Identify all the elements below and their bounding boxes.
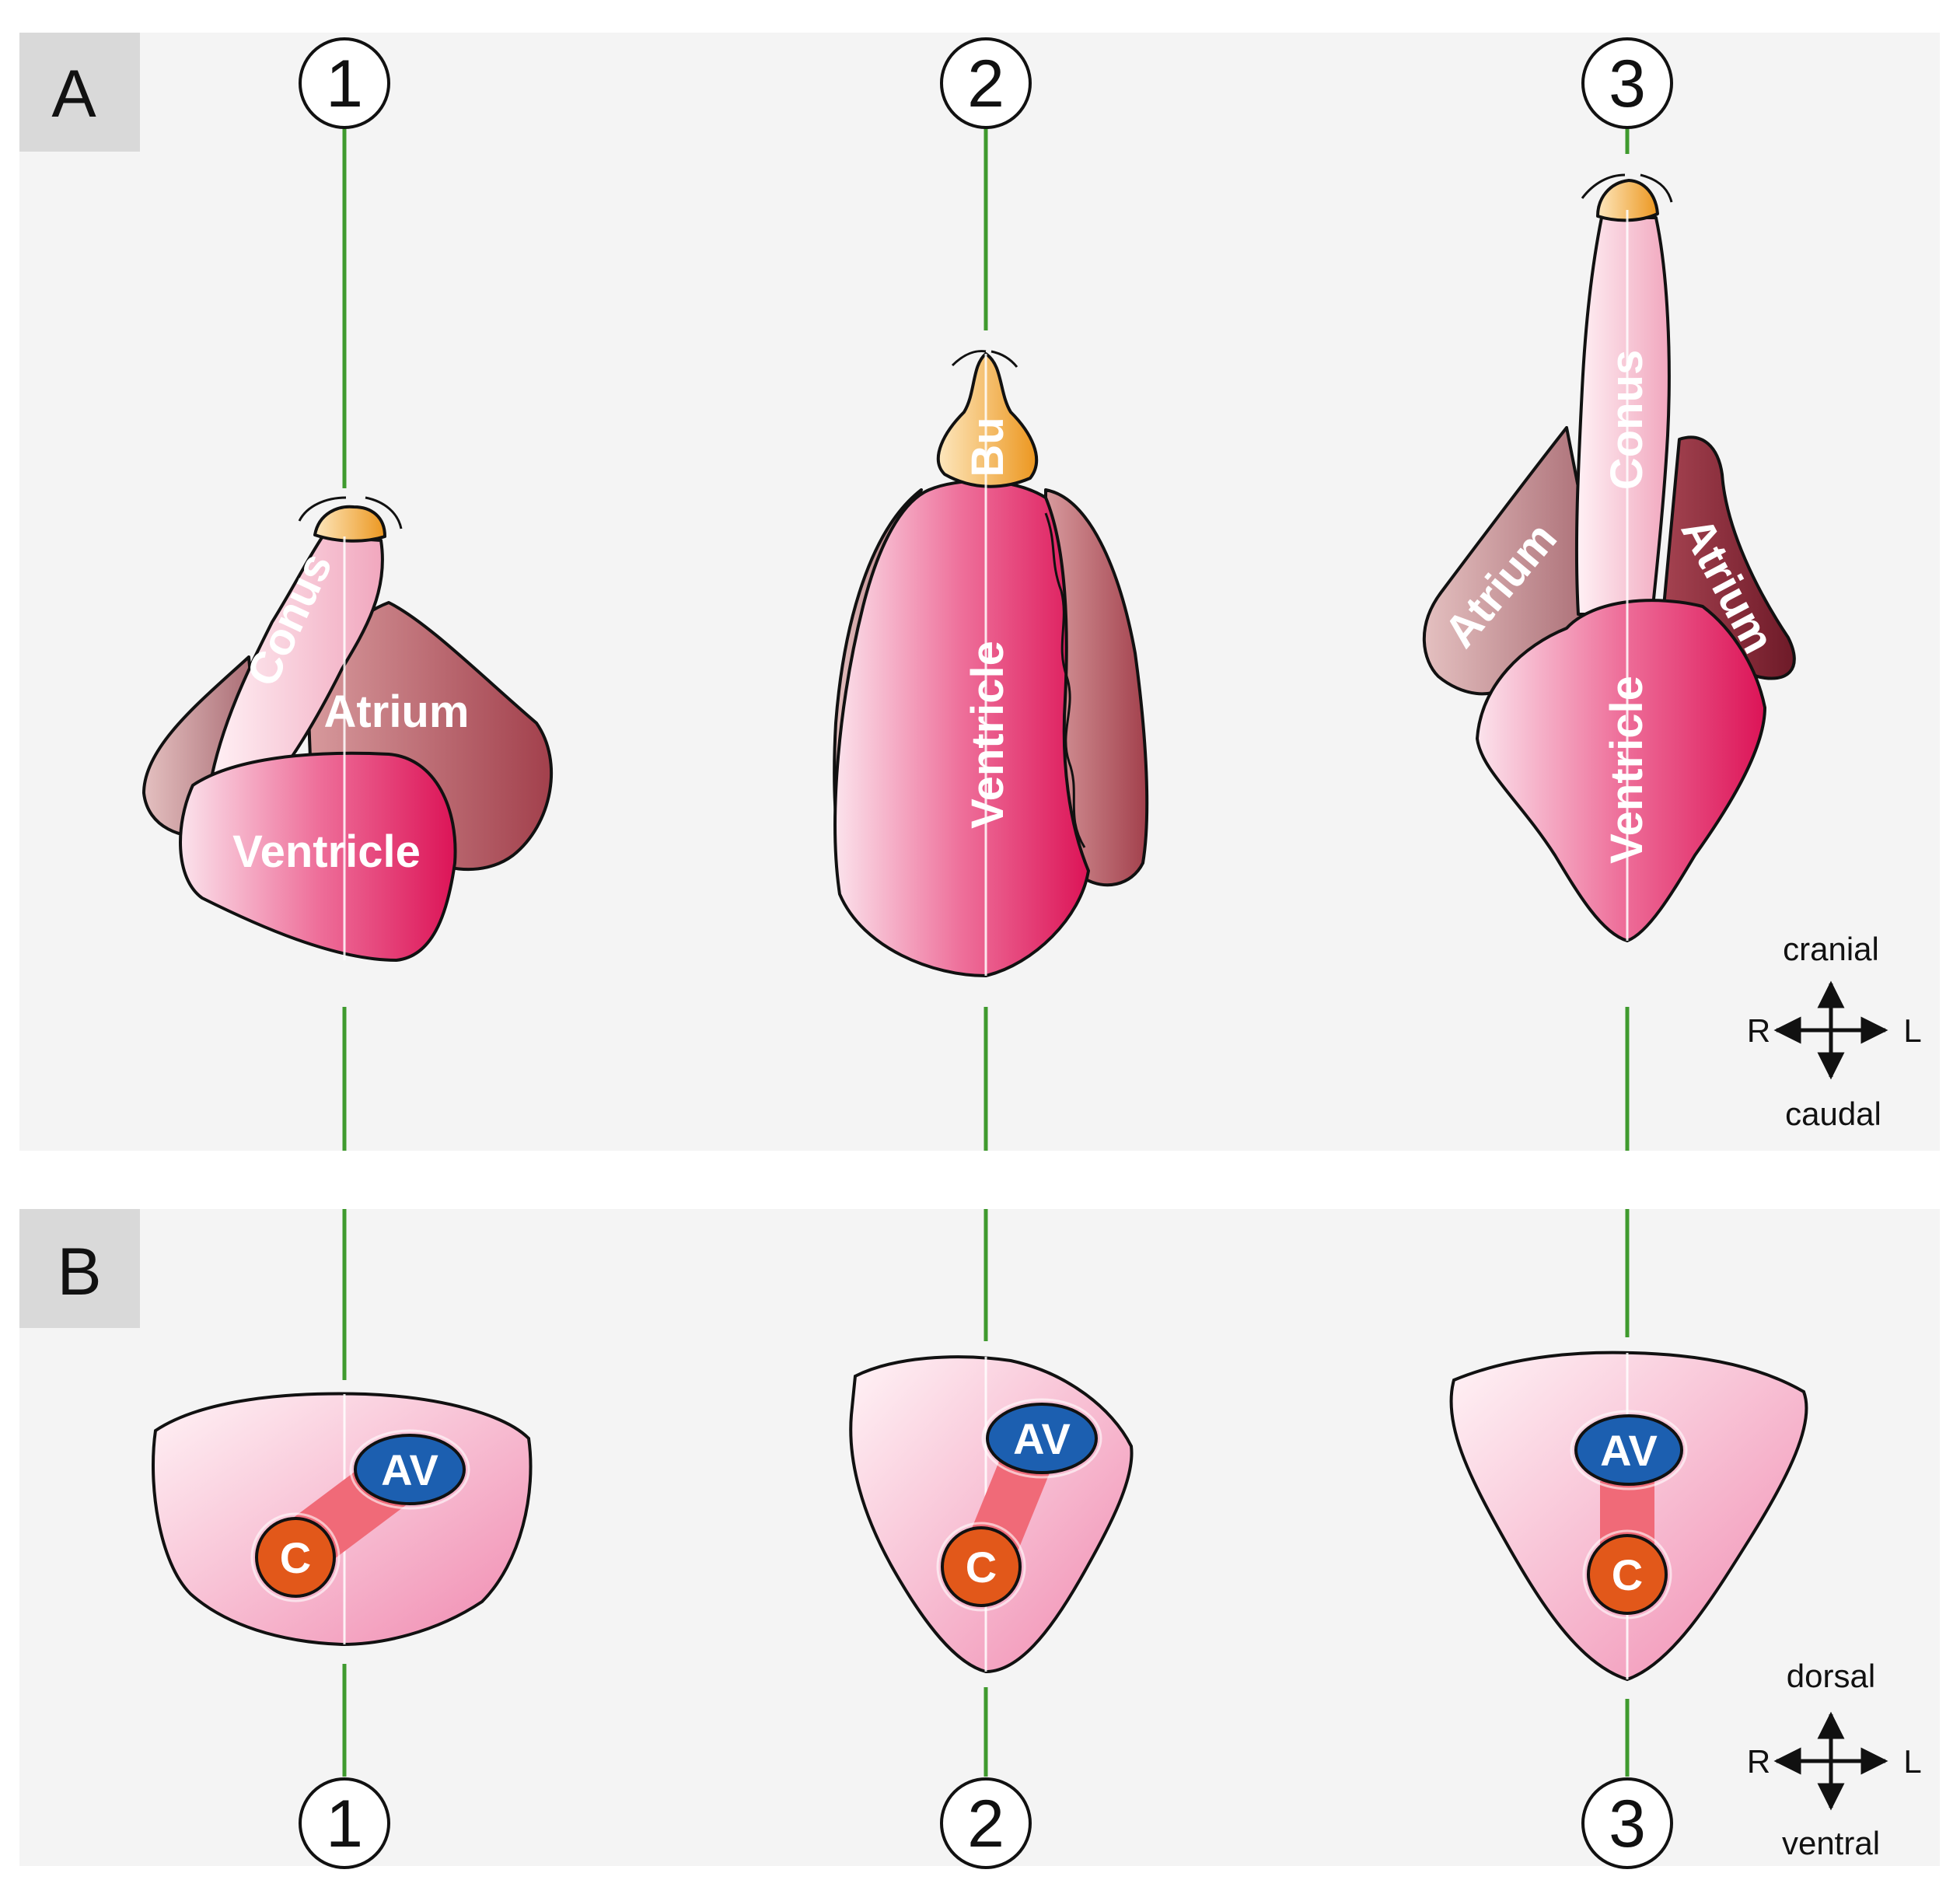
cross-section-1-c-label: C	[280, 1533, 311, 1582]
heart-2-bulbus-label: Bu	[963, 417, 1013, 477]
heart-1-ventricle	[179, 751, 457, 962]
stage-number-3-top: 3	[1581, 37, 1673, 129]
orientation-compass-b: dorsal ventral R L	[1747, 1658, 1922, 1861]
svg-text:2: 2	[967, 47, 1004, 121]
heart-3-ventricle	[1476, 599, 1766, 942]
svg-text:1: 1	[326, 1787, 363, 1861]
stage-number-3-bottom: 3	[1581, 1777, 1673, 1869]
orientation-b-top: dorsal	[1787, 1658, 1875, 1694]
panel-b-label: B	[57, 1235, 101, 1309]
orientation-a-right: L	[1903, 1012, 1921, 1049]
axis-lines	[342, 128, 1630, 1777]
svg-text:3: 3	[1609, 1787, 1646, 1861]
stage-number-2-top: 2	[940, 37, 1032, 129]
panel-a-label-box	[19, 33, 140, 152]
cross-section-2-c-label: C	[966, 1543, 997, 1592]
cross-section-2-conus-canal	[941, 1526, 1022, 1607]
orientation-a-left: R	[1747, 1012, 1770, 1049]
heart-3-ventricle-label: Ventricle	[1602, 676, 1652, 864]
panel-a-label: A	[51, 57, 96, 131]
cross-section-1-conus-canal	[255, 1517, 336, 1598]
cross-section-3-av-label: AV	[1600, 1426, 1658, 1475]
heart-2-ventricle	[833, 479, 1090, 977]
heart-3-atrium-left	[1422, 426, 1603, 696]
svg-text:1: 1	[326, 47, 363, 121]
panel-b-label-box	[19, 1209, 140, 1328]
orientation-compass-a: cranial caudal R L	[1747, 931, 1922, 1132]
cross-section-3-conus-canal	[1587, 1534, 1668, 1615]
heart-stage-3: Conus Atrium Atrium Ventricle	[1422, 173, 1796, 942]
svg-text:3: 3	[1609, 47, 1646, 121]
cross-section-2-av-label: AV	[1013, 1414, 1071, 1463]
orientation-a-top: cranial	[1783, 931, 1879, 967]
orientation-a-bottom: caudal	[1785, 1096, 1881, 1132]
heart-1-bulbus	[313, 505, 386, 543]
heart-stage-1: Conus Atrium Ventricle	[142, 496, 553, 962]
heart-3-bulbus	[1596, 179, 1659, 222]
cross-section-3-av-canal	[1574, 1414, 1683, 1486]
heart-1-atrium-label: Atrium	[324, 687, 470, 737]
orientation-b-left: R	[1747, 1743, 1770, 1780]
cross-section-2: AV C	[849, 1355, 1134, 1674]
stage-number-1-top: 1	[299, 37, 390, 129]
heart-2-ventricle-label: Ventricle	[963, 641, 1013, 829]
heart-2-bulbus	[936, 352, 1039, 488]
stage-number-1-bottom: 1	[299, 1777, 390, 1869]
cross-section-3: AV C	[1449, 1351, 1808, 1682]
orientation-b-bottom: ventral	[1782, 1825, 1880, 1861]
cross-section-1-av-label: AV	[381, 1445, 438, 1494]
cross-section-3-c-label: C	[1612, 1550, 1643, 1599]
cross-section-2-av-canal	[986, 1403, 1098, 1474]
cross-section-1: AV C	[152, 1392, 533, 1647]
svg-text:2: 2	[967, 1787, 1004, 1861]
heart-3-conus-label: Conus	[1602, 350, 1652, 490]
orientation-b-right: L	[1903, 1743, 1921, 1780]
heart-1-ventricle-label: Ventricle	[232, 826, 421, 877]
cross-section-1-av-canal	[354, 1434, 466, 1505]
stage-number-2-bottom: 2	[940, 1777, 1032, 1869]
heart-stage-2: Bu Ventricle	[833, 350, 1149, 977]
